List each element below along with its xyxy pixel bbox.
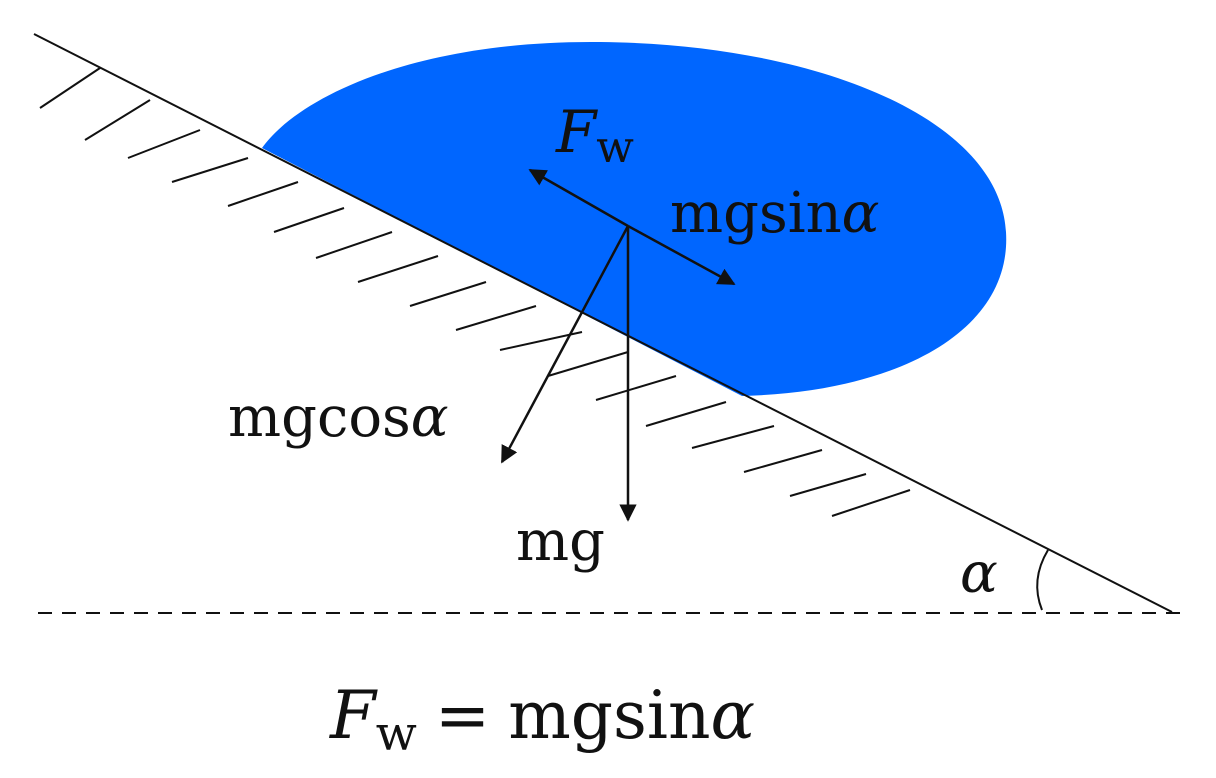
mgcos-force-arrow	[500, 225, 630, 464]
fw-force-arrow	[528, 168, 629, 228]
mgsin-force-arrow	[627, 224, 736, 286]
angle-arc	[1036, 549, 1049, 611]
label-mgsin-alpha: mgsinα	[670, 181, 880, 246]
equation-fw-equals-mgsin-alpha: Fw=mgsinα	[329, 677, 755, 762]
fluid-body	[262, 41, 1007, 396]
label-angle-alpha: α	[960, 541, 998, 606]
label-mg: mg	[516, 509, 605, 574]
incline-surface	[33, 33, 1173, 613]
force-vectors	[500, 168, 736, 522]
label-mgcos-alpha: mgcosα	[228, 385, 449, 450]
label-fw: Fw	[555, 98, 634, 173]
incline-hatching	[39, 67, 911, 517]
